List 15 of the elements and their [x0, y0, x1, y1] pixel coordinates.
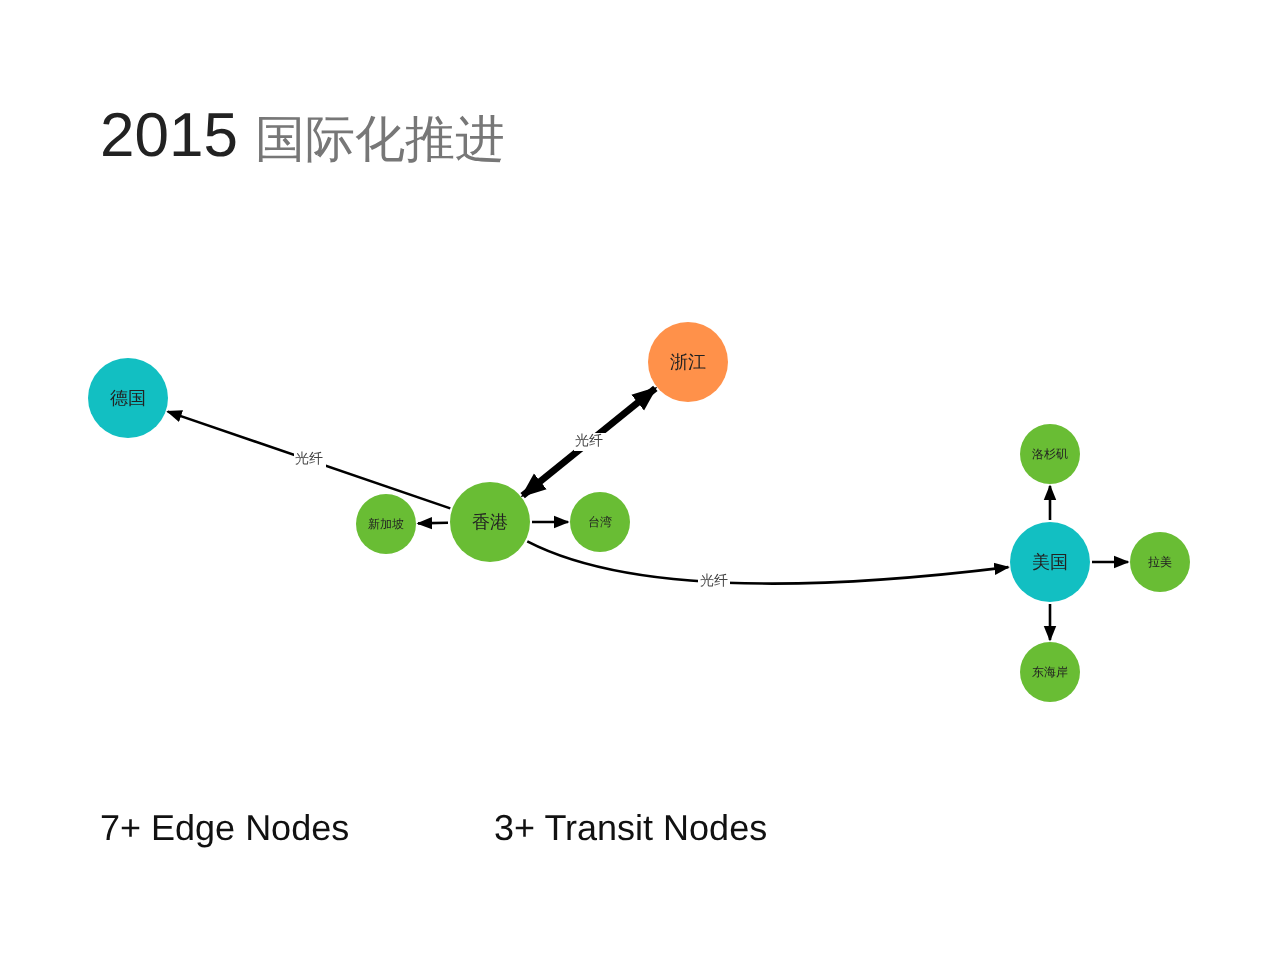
note-text: 3+ Transit Nodes	[494, 808, 768, 850]
location-circle: 美国	[1010, 522, 1090, 602]
arrow	[532, 515, 570, 529]
arrow	[520, 385, 658, 499]
arrow	[166, 410, 451, 510]
location-circle: 浙江	[648, 322, 728, 402]
arrow	[526, 540, 1010, 585]
arrow	[1092, 555, 1130, 569]
title: 2015 国际化推进	[100, 100, 506, 172]
location-circle: 德国	[88, 358, 168, 438]
arrow	[1043, 604, 1057, 642]
arrow	[416, 516, 449, 530]
arrow	[1043, 484, 1057, 520]
location-circle: 香港	[450, 482, 530, 562]
note-text: 7+ Edge Nodes	[100, 808, 350, 850]
